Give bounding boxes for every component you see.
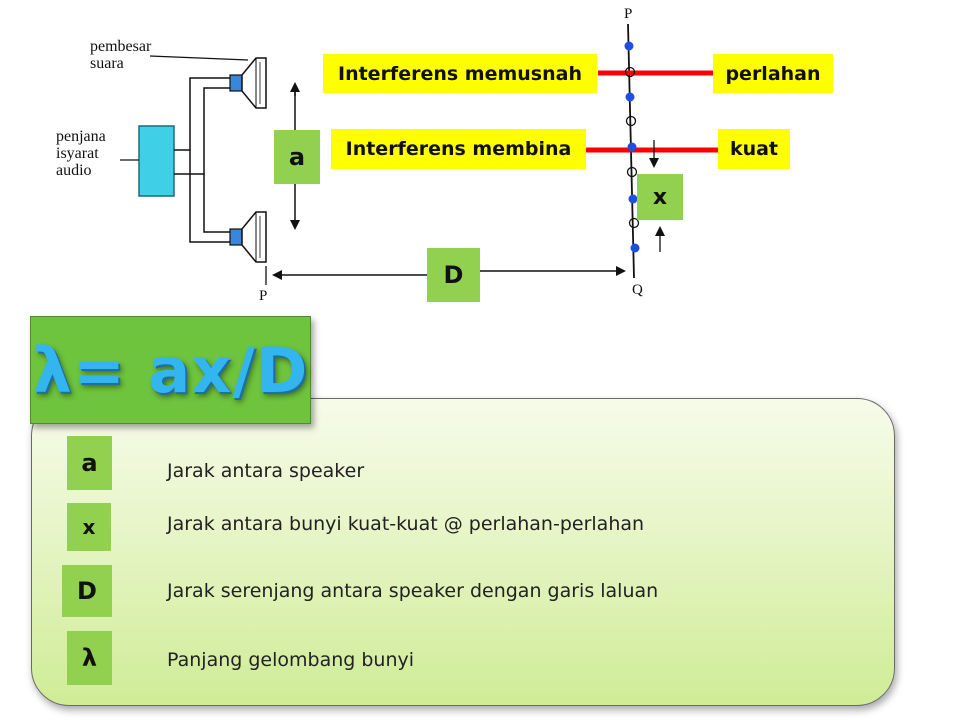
d-box: D [427,248,480,302]
legend-text-x: Jarak antara bunyi kuat-kuat @ perlahan-… [167,513,645,535]
legend-panel [31,398,895,706]
soft-sound-label: perlahan [713,54,833,93]
signal-generator [138,125,175,197]
loud-sound-label: kuat [718,129,790,169]
speaker-bottom-icon [229,211,267,263]
legend-symbol-a: a [67,436,112,490]
interference-diagram [120,23,718,285]
generator-label-line2: isyarat [56,145,99,162]
point-q-label: Q [632,282,643,298]
formula-text: λ= ax/D [32,333,309,407]
speaker-label-line2: suara [90,55,124,72]
constructive-interference-label: Interferens membina [331,129,586,169]
legend-symbol-lambda: λ [67,631,112,685]
x-box: x [637,174,683,220]
legend-text-lambda: Panjang gelombang bunyi [167,649,415,671]
formula-box: λ= ax/D [30,316,311,424]
point-p-bottom-label: P [259,288,268,304]
path-points [624,41,640,253]
generator-label-line3: audio [56,162,92,179]
legend-text-a: Jarak antara speaker [167,460,365,482]
speaker-label: pembesar suara [90,38,151,72]
generator-label: penjana isyarat audio [56,128,106,179]
a-box: a [274,130,320,184]
destructive-interference-label: Interferens memusnah [323,54,597,93]
legend-symbol-d: D [62,565,112,617]
generator-label-line1: penjana [56,128,106,145]
legend-symbol-x: x [67,503,111,551]
legend-text-d: Jarak serenjang antara speaker dengan ga… [167,580,659,602]
speaker-label-line1: pembesar [90,38,152,55]
speaker-top-icon [229,57,267,109]
point-p-top-label: P [624,6,633,22]
